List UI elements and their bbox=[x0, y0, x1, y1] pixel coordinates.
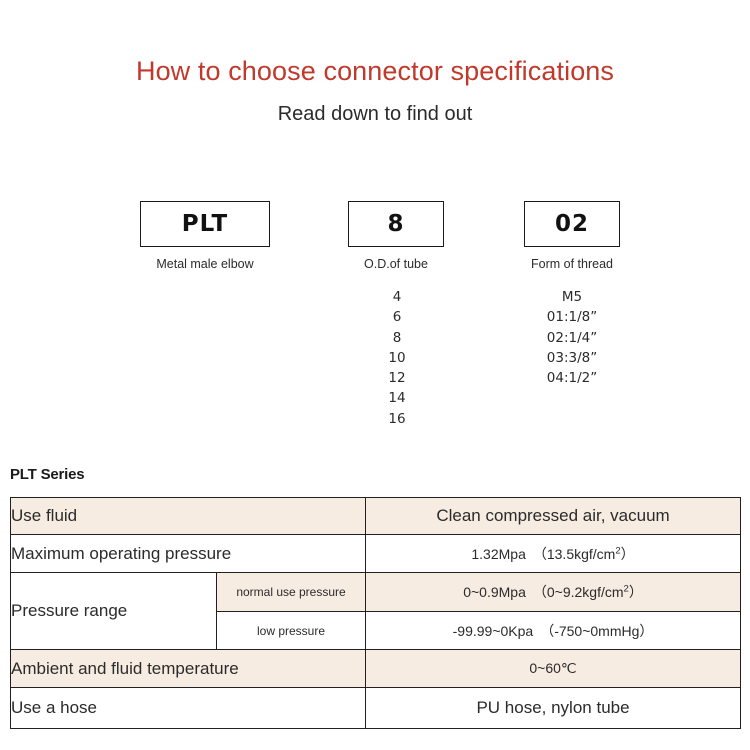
row-label-use-a-hose: Use a hose bbox=[9, 687, 367, 729]
row-value-max-operating-pressure: 1.32Mpa （13.5kgf/cm2） bbox=[365, 534, 742, 573]
code-box-thread-form: 02 bbox=[524, 201, 620, 247]
option-item: 04:1/2” bbox=[546, 370, 598, 387]
option-item: 12 bbox=[388, 370, 406, 387]
sub-label-normal-use-pressure: normal use pressure bbox=[215, 572, 367, 612]
option-item: 02:1/4” bbox=[546, 329, 598, 346]
option-item: 01:1/8” bbox=[546, 309, 598, 326]
row-label-pressure-range: Pressure range bbox=[10, 572, 217, 650]
table-row: Use a hose PU hose, nylon tube bbox=[9, 687, 742, 729]
option-item: 03:3/8” bbox=[546, 349, 598, 366]
code-caption-tube-od: O.D.of tube bbox=[364, 257, 428, 271]
page-title: How to choose connector specifications bbox=[135, 56, 615, 86]
row-value-low-pressure: -99.99~0Kpa （-750~0mmHg） bbox=[365, 611, 742, 650]
code-box-thread-form-value: 02 bbox=[554, 211, 589, 237]
code-caption-thread-form: Form of thread bbox=[531, 257, 613, 271]
row-value-ambient-fluid-temperature: 0~60℃ bbox=[365, 649, 742, 688]
code-caption-series: Metal male elbow bbox=[156, 257, 254, 271]
option-item: M5 bbox=[561, 289, 583, 305]
option-item: 14 bbox=[388, 390, 406, 407]
row-label-max-operating-pressure: Maximum operating pressure bbox=[9, 534, 367, 573]
specification-table: Use fluid Clean compressed air, vacuum M… bbox=[9, 497, 742, 729]
code-box-tube-od: 8 bbox=[348, 201, 444, 247]
table-row: Pressure range normal use pressure 0~0.9… bbox=[10, 572, 742, 650]
code-box-series-value: PLT bbox=[181, 211, 229, 237]
table-row: Use fluid Clean compressed air, vacuum bbox=[9, 497, 742, 535]
code-box-series: PLT bbox=[140, 201, 270, 247]
option-list-thread-form: M5 01:1/8” 02:1/4” 03:3/8” 04:1/2” bbox=[522, 287, 622, 388]
page-subtitle: Read down to find out bbox=[277, 103, 473, 125]
option-list-tube-od: 4 6 8 10 12 14 16 bbox=[352, 287, 442, 429]
row-label-use-fluid: Use fluid bbox=[9, 497, 367, 535]
row-value-use-fluid: Clean compressed air, vacuum bbox=[365, 497, 742, 535]
series-heading: PLT Series bbox=[10, 466, 85, 483]
table-row: Ambient and fluid temperature 0~60℃ bbox=[9, 649, 742, 688]
row-value-use-a-hose: PU hose, nylon tube bbox=[365, 687, 742, 729]
code-box-tube-od-value: 8 bbox=[387, 211, 405, 237]
option-item: 16 bbox=[388, 410, 406, 427]
option-item: 8 bbox=[392, 329, 402, 346]
row-value-normal-use-pressure: 0~0.9Mpa （0~9.2kgf/cm2） bbox=[365, 572, 742, 612]
table-row: low pressure -99.99~0Kpa （-750~0mmHg） bbox=[11, 611, 742, 650]
table-row: Maximum operating pressure 1.32Mpa （13.5… bbox=[9, 534, 742, 573]
sub-label-low-pressure: low pressure bbox=[215, 611, 367, 650]
option-item: 6 bbox=[392, 309, 402, 326]
option-item: 4 bbox=[392, 289, 402, 305]
option-item: 10 bbox=[388, 349, 406, 366]
row-label-ambient-fluid-temperature: Ambient and fluid temperature bbox=[9, 649, 367, 688]
